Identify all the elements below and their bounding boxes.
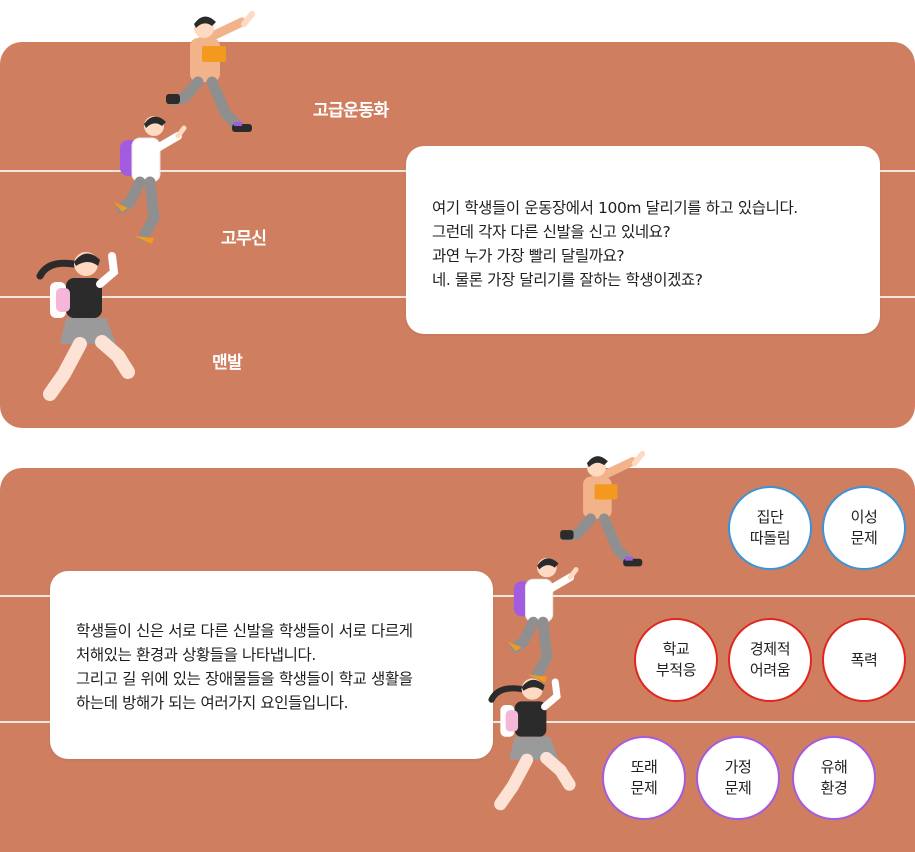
obstacle-text: 유해	[820, 758, 848, 776]
bubble-line: 그리고 길 위에 있는 장애물들을 학생들이 학교 생활을	[76, 670, 413, 688]
obstacle-text: 또래	[630, 758, 658, 776]
bubble-line: 여기 학생들이 운동장에서 100m 달리기를 하고 있습니다.	[432, 199, 798, 217]
obstacle-text: 부적응	[655, 661, 697, 679]
runner-boy-sneakers-illustration	[560, 450, 646, 567]
obstacle-text: 학교	[662, 640, 690, 658]
runner-boy-rubber-shoes-illustration	[114, 116, 187, 244]
runner-girl-barefoot-illustration	[488, 678, 576, 811]
obstacle-harmful-environment: 유해 환경	[792, 736, 876, 820]
runner-boy-sneakers-illustration	[166, 11, 255, 132]
obstacle-text: 문제	[850, 529, 878, 547]
obstacle-opposite-sex: 이성 문제	[822, 486, 906, 570]
obstacle-text: 가정	[724, 758, 752, 776]
obstacle-text: 집단	[756, 508, 784, 526]
lane-label-barefoot: 맨발	[212, 353, 243, 373]
runner-girl-barefoot-illustration	[36, 252, 135, 401]
bubble-line: 과연 누가 가장 빨리 달릴까요?	[432, 247, 625, 265]
obstacle-text: 이성	[850, 508, 878, 526]
running-track-top: 고급운동화 고무신 맨발 여기 학생들이 운동장에서 100m 달리기를 하고 …	[0, 42, 915, 428]
bubble-line: 하는데 방해가 되는 여러가지 요인들입니다.	[76, 694, 349, 712]
lane-label-sneakers: 고급운동화	[313, 101, 389, 121]
lane-label-rubber-shoes: 고무신	[221, 229, 267, 249]
obstacle-text: 문제	[724, 779, 752, 797]
obstacle-text: 문제	[630, 779, 658, 797]
obstacle-family-problem: 가정 문제	[696, 736, 780, 820]
bubble-line: 학생들이 신은 서로 다른 신발을 학생들이 서로 다르게	[76, 622, 413, 640]
obstacle-text: 따돌림	[749, 529, 791, 547]
obstacle-school-maladjustment: 학교 부적응	[634, 618, 718, 702]
obstacle-violence: 폭력	[822, 618, 906, 702]
intro-speech-bubble: 여기 학생들이 운동장에서 100m 달리기를 하고 있습니다. 그런데 각자 …	[406, 146, 880, 334]
explanation-speech-bubble: 학생들이 신은 서로 다른 신발을 학생들이 서로 다르게 처해있는 환경과 상…	[50, 571, 493, 759]
obstacle-group-bullying: 집단 따돌림	[728, 486, 812, 570]
obstacle-text: 환경	[820, 779, 848, 797]
running-track-bottom: 학생들이 신은 서로 다른 신발을 학생들이 서로 다르게 처해있는 환경과 상…	[0, 468, 915, 852]
obstacle-text: 어려움	[749, 661, 791, 679]
obstacle-text: 폭력	[850, 650, 878, 669]
obstacle-text: 경제적	[749, 640, 791, 658]
bubble-line: 네. 물론 가장 달리기를 잘하는 학생이겠죠?	[432, 271, 703, 289]
obstacle-economic-difficulty: 경제적 어려움	[728, 618, 812, 702]
obstacle-peer-problem: 또래 문제	[602, 736, 686, 820]
runner-boy-rubber-shoes-illustration	[507, 557, 579, 683]
bubble-line: 처해있는 환경과 상황들을 나타냅니다.	[76, 646, 316, 664]
bubble-line: 그런데 각자 다른 신발을 신고 있네요?	[432, 223, 671, 241]
